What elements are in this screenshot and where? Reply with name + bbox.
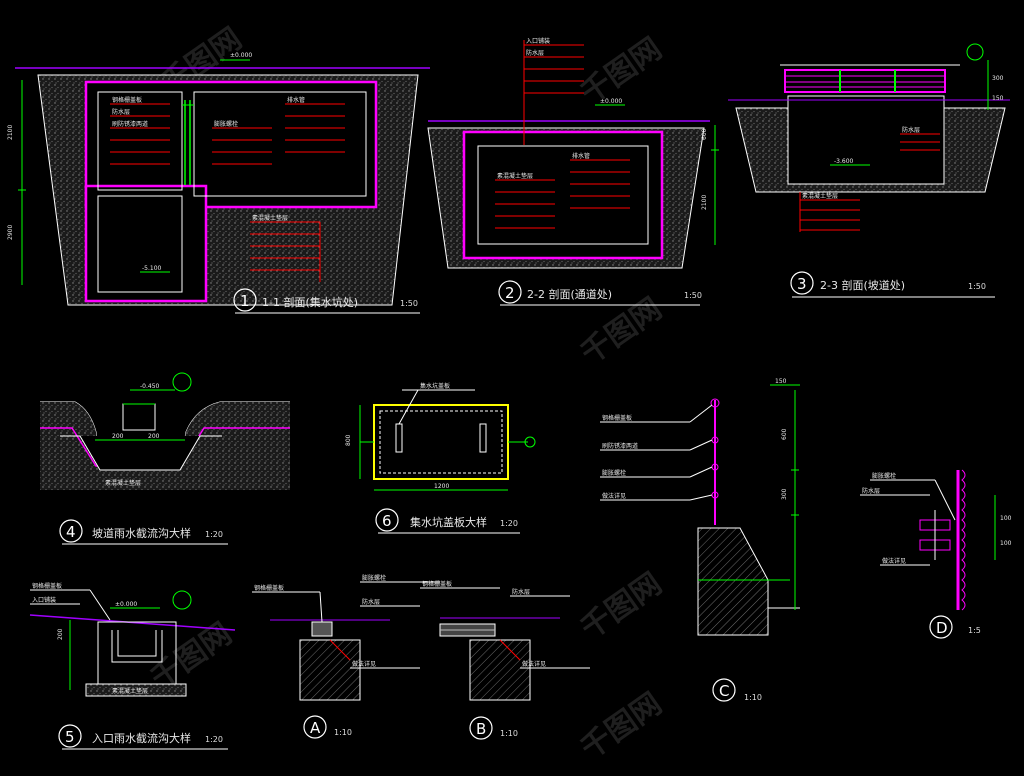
detail-d-connection: 膨胀螺栓 防水层 做法详见 100 100 D 1:5 bbox=[860, 469, 1012, 639]
d5-dim-1: 200 bbox=[57, 628, 64, 640]
d4-dim-2: 200 bbox=[148, 433, 160, 440]
d3-note-1: 防水层 bbox=[902, 126, 920, 134]
dc-note-4: 做法详见 bbox=[602, 492, 626, 500]
da-number: A bbox=[310, 719, 321, 737]
dc-dim-top: 150 bbox=[775, 378, 787, 385]
detail-4-trench: -0.450 200 200 素混凝土垫层 4 坡道雨水截流沟大样 1:20 bbox=[40, 372, 290, 545]
d1-scale: 1:50 bbox=[400, 299, 418, 308]
dd-note-1: 膨胀螺栓 bbox=[872, 472, 896, 480]
d1-title: 1-1 剖面(集水坑处) bbox=[262, 295, 358, 309]
d4-number: 4 bbox=[66, 523, 76, 541]
da-note-1: 钢格栅盖板 bbox=[254, 584, 284, 592]
detail-5-entrance-trench: 素混凝土垫层 200 ±0.000 钢格栅盖板 入口铺装 5 入口雨水截流沟大样… bbox=[29, 582, 236, 750]
db-number: B bbox=[476, 720, 486, 738]
d1-note-4: 膨胀螺栓 bbox=[214, 120, 238, 128]
db-note-1: 钢格栅盖板 bbox=[422, 580, 452, 588]
d6-dim-width: 1200 bbox=[434, 483, 449, 490]
d5-number: 5 bbox=[65, 728, 75, 746]
detail-6-cover-plate: 1200 800 集水坑盖板 6 集水坑盖板大样 1:20 bbox=[345, 382, 536, 534]
d4-level: -0.450 bbox=[140, 383, 160, 390]
d2-dim-1: 600 bbox=[701, 128, 708, 140]
db-note-2: 防水层 bbox=[512, 588, 530, 596]
d1-level-top: ±0.000 bbox=[230, 52, 252, 59]
d1-dim-upper: 2100 bbox=[7, 125, 14, 140]
d5-note-2: 入口铺装 bbox=[32, 596, 56, 604]
d5-note-base: 素混凝土垫层 bbox=[112, 687, 148, 695]
d1-note-6: 素混凝土垫层 bbox=[252, 214, 288, 222]
d3-dim-1: 300 bbox=[992, 75, 1004, 82]
d6-dim-height: 800 bbox=[345, 434, 352, 446]
d2-note-1: 入口铺装 bbox=[526, 37, 550, 45]
d5-level: ±0.000 bbox=[115, 601, 137, 608]
d6-number: 6 bbox=[382, 512, 392, 530]
d4-dim-1: 200 bbox=[112, 433, 124, 440]
d4-note: 素混凝土垫层 bbox=[105, 479, 141, 487]
d2-dim-2: 2100 bbox=[701, 195, 708, 210]
dd-note-3: 做法详见 bbox=[882, 557, 906, 565]
dc-dim-1: 600 bbox=[781, 428, 788, 440]
d1-number: 1 bbox=[240, 292, 250, 310]
detail-c-railing: 钢格栅盖板 刷防锈漆两道 膨胀螺栓 做法详见 600 300 150 C 1:1… bbox=[600, 378, 800, 702]
d1-note-5: 排水管 bbox=[287, 96, 305, 104]
d3-title: 2-3 剖面(坡道处) bbox=[820, 278, 905, 292]
dc-number: C bbox=[719, 682, 729, 700]
detail-b: 钢格栅盖板 防水层 做法详见 B 1:10 bbox=[420, 580, 590, 740]
da-note-4: 做法详见 bbox=[352, 660, 376, 668]
d2-title: 2-2 剖面(通道处) bbox=[527, 287, 612, 301]
d2-number: 2 bbox=[505, 284, 515, 302]
dd-dim-2: 100 bbox=[1000, 540, 1012, 547]
d2-note-4: 排水管 bbox=[572, 152, 590, 160]
d1-level-bottom: -5.100 bbox=[142, 265, 162, 272]
d1-note-3: 刷防锈漆两道 bbox=[112, 120, 148, 128]
d6-scale: 1:20 bbox=[500, 519, 518, 528]
dd-note-2: 防水层 bbox=[862, 487, 880, 495]
d4-scale: 1:20 bbox=[205, 530, 223, 539]
d3-dim-2: 150 bbox=[992, 95, 1004, 102]
dd-scale: 1:5 bbox=[968, 626, 981, 635]
d5-note-1: 钢格栅盖板 bbox=[32, 582, 62, 590]
d1-note-2: 防水层 bbox=[112, 108, 130, 116]
db-scale: 1:10 bbox=[500, 729, 518, 738]
detail-1-section: 2100 2900 ±0.000 钢格栅盖板 防水层 刷防锈漆两道 膨胀螺栓 排… bbox=[7, 52, 430, 314]
dd-number: D bbox=[936, 619, 948, 637]
dc-note-1: 钢格栅盖板 bbox=[602, 414, 632, 422]
dc-dim-2: 300 bbox=[781, 488, 788, 500]
d6-title: 集水坑盖板大样 bbox=[410, 515, 487, 529]
d1-note-1: 钢格栅盖板 bbox=[112, 96, 142, 104]
svg-text:千图网: 千图网 bbox=[575, 566, 669, 646]
d3-number: 3 bbox=[797, 275, 807, 293]
d3-scale: 1:50 bbox=[968, 282, 986, 291]
d2-note-2: 防水层 bbox=[526, 49, 544, 57]
d2-scale: 1:50 bbox=[684, 291, 702, 300]
da-note-3: 膨胀螺栓 bbox=[362, 574, 386, 582]
d1-dim-lower: 2900 bbox=[7, 225, 14, 240]
d5-scale: 1:20 bbox=[205, 735, 223, 744]
dc-note-3: 膨胀螺栓 bbox=[602, 469, 626, 477]
d6-note-1: 集水坑盖板 bbox=[420, 382, 450, 390]
svg-text:千图网: 千图网 bbox=[575, 291, 669, 371]
dc-note-2: 刷防锈漆两道 bbox=[602, 442, 638, 450]
detail-a: 钢格栅盖板 防水层 膨胀螺栓 做法详见 A 1:10 bbox=[252, 574, 440, 739]
d4-title: 坡道雨水截流沟大样 bbox=[92, 526, 191, 540]
d2-note-3: 素混凝土垫层 bbox=[497, 172, 533, 180]
dc-scale: 1:10 bbox=[744, 693, 762, 702]
d2-level: ±0.000 bbox=[600, 98, 622, 105]
d3-note-2: 素混凝土垫层 bbox=[802, 192, 838, 200]
da-note-2: 防水层 bbox=[362, 598, 380, 606]
detail-3-section: 300 150 防水层 -3.600 素混凝土垫层 3 2-3 剖面(坡道处) … bbox=[728, 43, 1010, 298]
d3-level: -3.600 bbox=[834, 158, 854, 165]
svg-text:千图网: 千图网 bbox=[575, 686, 669, 766]
detail-2-section: 600 2100 入口铺装 防水层 ±0.000 素混凝土垫层 排水管 2 2-… bbox=[427, 37, 719, 306]
db-note-3: 做法详见 bbox=[522, 660, 546, 668]
d5-title: 入口雨水截流沟大样 bbox=[92, 731, 191, 745]
da-scale: 1:10 bbox=[334, 728, 352, 737]
dd-dim-1: 100 bbox=[1000, 515, 1012, 522]
